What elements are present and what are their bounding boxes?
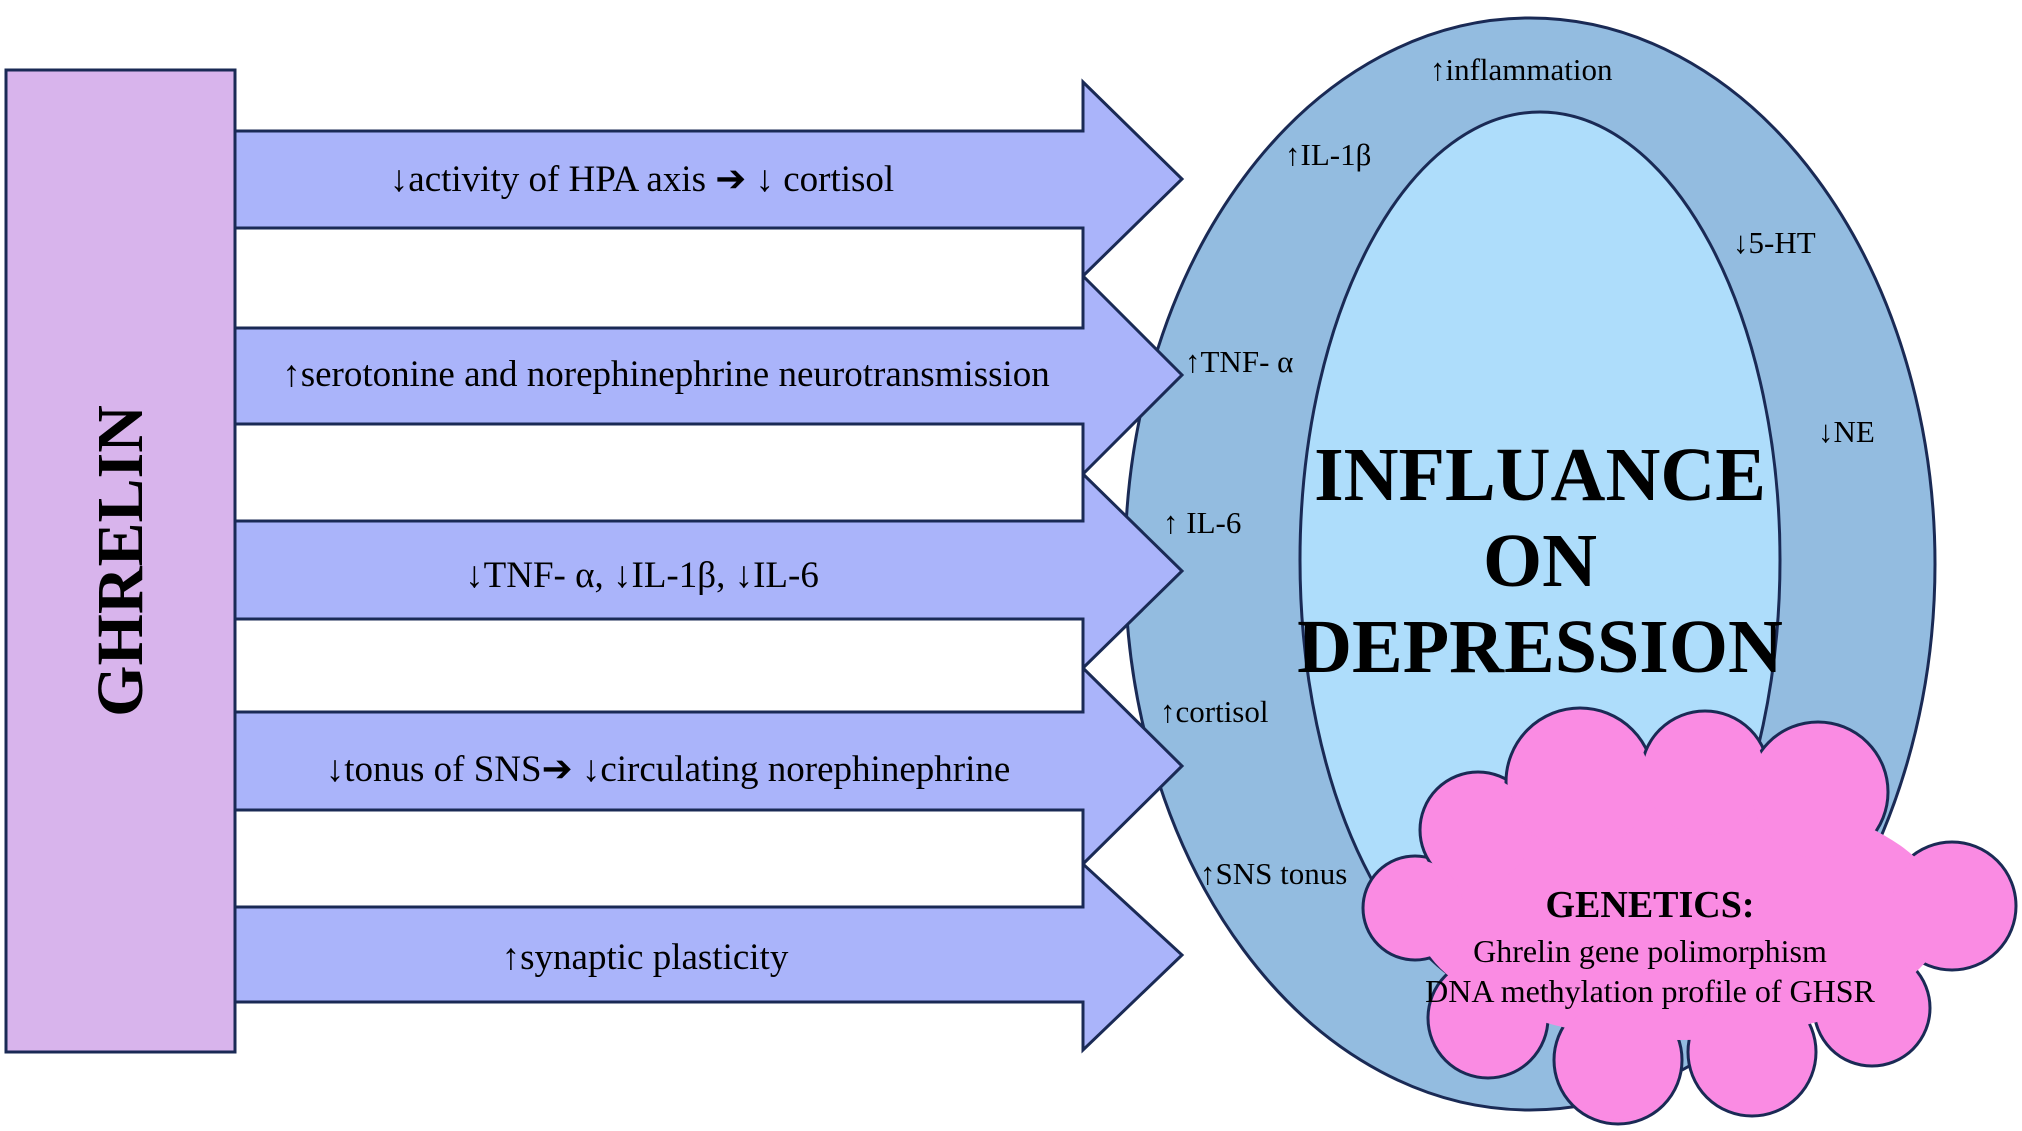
genetics-title: GENETICS:	[1545, 884, 1754, 926]
ghrelin-label: GHRELIN	[84, 405, 157, 717]
ring-label-il1b: ↑IL-1β	[1285, 137, 1371, 172]
arrow-2-label: ↑serotonine and norephinephrine neurotra…	[282, 354, 1050, 395]
ring-label-tnf: ↑TNF- α	[1185, 344, 1293, 379]
genetics-cloud	[1361, 706, 2018, 1126]
genetics-line-1: Ghrelin gene polimorphism	[1473, 933, 1827, 969]
ring-label-5ht: ↓5-HT	[1733, 225, 1816, 260]
arrow-4-label: ↓tonus of SNS➔ ↓circulating norephinephr…	[326, 749, 1011, 790]
arrow-1	[233, 78, 1185, 280]
ring-label-sns: ↑SNS tonus	[1200, 856, 1347, 891]
ring-label-il6: ↑ IL-6	[1163, 505, 1241, 540]
arrow-2	[233, 272, 1185, 478]
arrow-1-label: ↓activity of HPA axis ➔ ↓ cortisol	[390, 159, 894, 200]
center-line-2: ON	[1483, 519, 1597, 603]
ring-label-cortisol: ↑cortisol	[1160, 694, 1269, 729]
arrow-4	[233, 664, 1185, 868]
arrow-5-label: ↑synaptic plasticity	[502, 937, 789, 978]
ring-label-inflammation: ↑inflammation	[1430, 52, 1613, 87]
ghrelin-box	[4, 68, 237, 1054]
ring-label-ne: ↓NE	[1818, 414, 1875, 449]
genetics-line-2: DNA methylation profile of GHSR	[1425, 973, 1875, 1009]
center-line-1: INFLUANCE	[1314, 433, 1766, 517]
arrow-3	[233, 470, 1185, 672]
arrow-3-label: ↓TNF- α, ↓IL-1β, ↓IL-6	[465, 555, 819, 596]
arrow-5	[233, 860, 1185, 1054]
center-line-3: DEPRESSION	[1297, 605, 1783, 689]
